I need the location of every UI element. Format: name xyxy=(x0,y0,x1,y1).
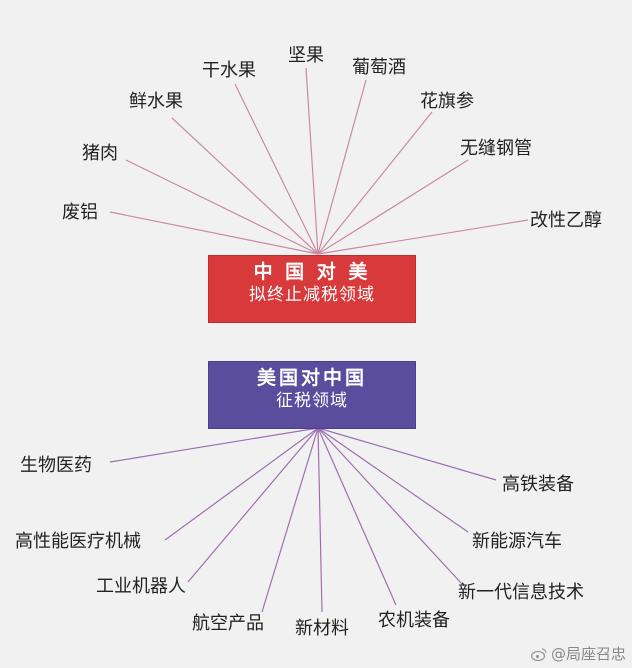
china-connector-3 xyxy=(234,83,319,255)
china-connector-8 xyxy=(317,219,529,255)
china-item-6: 花旗参 xyxy=(420,91,474,112)
us-item-1: 高性能医疗机械 xyxy=(15,531,141,552)
watermark-text: @局座召忠 xyxy=(550,645,626,663)
us-item-4: 新材料 xyxy=(295,618,349,639)
us-item-3: 航空产品 xyxy=(192,613,264,634)
us-box-title: 美国对中国 xyxy=(256,367,367,389)
china-connector-0 xyxy=(109,211,319,255)
china-connector-4 xyxy=(305,67,319,255)
china-connector-2 xyxy=(171,117,319,255)
china-item-5: 葡萄酒 xyxy=(352,57,406,78)
china-item-2: 鲜水果 xyxy=(129,91,183,112)
us-item-7: 新能源汽车 xyxy=(472,531,562,552)
china-item-1: 猪肉 xyxy=(82,143,118,164)
us-item-8: 高铁装备 xyxy=(502,474,574,495)
china-connector-6 xyxy=(317,111,433,255)
us-connector-0 xyxy=(109,427,319,463)
us-item-5: 农机装备 xyxy=(378,610,450,631)
us-box: 美国对中国 征税领域 xyxy=(208,361,416,429)
china-connector-5 xyxy=(317,79,367,255)
us-connector-4 xyxy=(317,427,323,613)
watermark: @局座召忠 xyxy=(530,643,626,664)
china-item-0: 废铝 xyxy=(62,202,98,223)
us-connector-3 xyxy=(261,427,319,613)
us-item-6: 新一代信息技术 xyxy=(458,582,584,603)
us-connector-2 xyxy=(187,427,319,583)
china-box-title: 中 国 对 美 xyxy=(253,261,371,283)
us-connector-7 xyxy=(317,427,469,533)
china-box: 中 国 对 美 拟终止减税领域 xyxy=(208,255,416,323)
china-item-7: 无缝钢管 xyxy=(460,138,532,159)
us-connector-1 xyxy=(164,427,319,541)
china-item-8: 改性乙醇 xyxy=(530,210,602,231)
us-item-0: 生物医药 xyxy=(20,455,92,476)
china-item-3: 干水果 xyxy=(202,60,256,81)
china-box-subtitle: 拟终止减税领域 xyxy=(249,285,375,305)
us-connector-6 xyxy=(317,427,463,585)
us-connector-5 xyxy=(317,427,397,606)
china-connector-1 xyxy=(125,159,319,255)
us-item-2: 工业机器人 xyxy=(96,576,186,597)
us-connector-8 xyxy=(317,427,497,481)
china-connector-7 xyxy=(317,159,469,255)
us-box-subtitle: 征税领域 xyxy=(276,391,348,411)
china-item-4: 坚果 xyxy=(288,45,324,66)
weibo-icon xyxy=(530,648,547,661)
